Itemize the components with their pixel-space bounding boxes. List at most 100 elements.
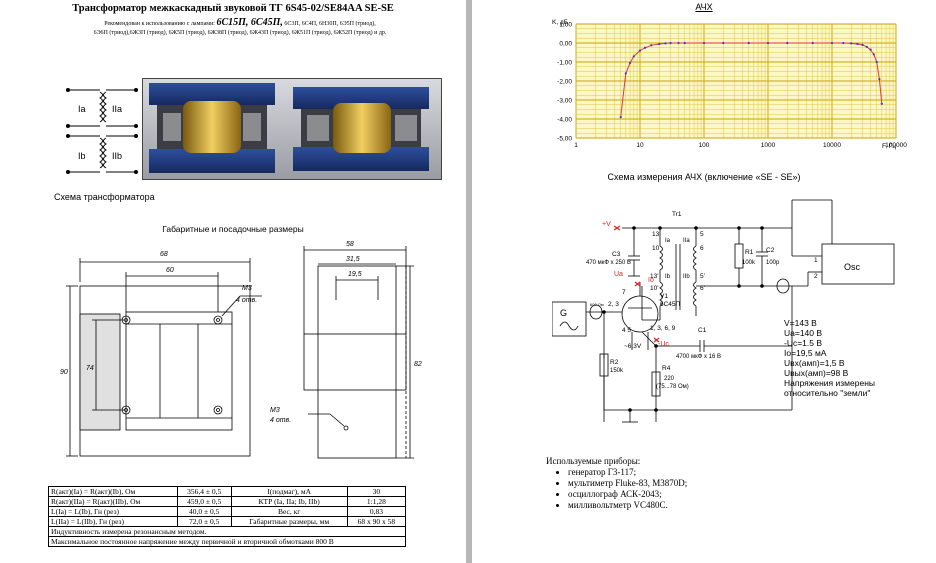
label-tr1: Tr1	[672, 211, 682, 218]
label-v1-grid-pins: 2, 3	[608, 301, 619, 308]
spec-cell: L(IIa) = L(IIb), Гн (рез)	[48, 516, 178, 527]
x-tick-label: 10	[636, 142, 644, 149]
spec-cell: 40,0 ± 0,5	[176, 506, 232, 517]
data-point	[664, 42, 667, 45]
spec-cell: 68 х 90 х 58	[346, 516, 407, 527]
label-r2-value: 150k	[610, 368, 624, 374]
label-minus-uc: -Uc	[658, 341, 669, 348]
y-tick-label: -2,00	[557, 79, 572, 86]
data-point	[766, 41, 770, 45]
data-point	[677, 41, 680, 45]
note-line: Uвх(амп)=1,5 В	[784, 358, 845, 368]
label-plus-v: +V	[602, 221, 611, 228]
spec-cell: I(подмаг), мА	[230, 486, 348, 497]
label-c2-value: 100p	[766, 260, 780, 266]
dim-holes-front: 4 отв.	[236, 297, 257, 304]
data-point	[811, 41, 814, 45]
data-point	[722, 41, 725, 45]
data-point	[872, 53, 875, 56]
data-point	[628, 61, 632, 65]
spec-cell: L(Ia) = L(Ib), Гн (рез)	[48, 506, 178, 517]
note-line: относительно "земли"	[784, 388, 871, 398]
label-c1: C1	[698, 327, 707, 334]
osc-input-2: 2	[814, 273, 818, 280]
y-tick-label: 0,00	[559, 41, 572, 48]
pin-10: 10	[652, 245, 660, 252]
data-point	[850, 42, 853, 45]
data-point	[878, 78, 881, 81]
winding-iia: IIa	[112, 104, 122, 114]
dim-58: 58	[346, 241, 354, 248]
transformer-photo	[142, 78, 442, 180]
chart-grid	[575, 23, 897, 139]
data-point	[747, 41, 750, 45]
spec-note-inductance: Индуктивность измерена резонансным метод…	[48, 526, 406, 537]
oscilloscope-label: Osc	[844, 262, 861, 272]
table-row: Максимальное постоянное напряжение между…	[48, 536, 406, 547]
rec-rest-2: 6Э6П (триод),6Ж3П (триод), 6Ж5П (триод),…	[93, 30, 387, 36]
data-point	[632, 55, 635, 58]
document-title: Трансформатор межкаскадный звуковой ТГ 6…	[72, 3, 394, 14]
spec-table: R(акт)(Ia) = R(акт)(Ib), Ом 356,4 ± 0,5 …	[48, 486, 407, 547]
data-point	[875, 60, 878, 64]
circuit-title: Схема измерения АЧХ (включение «SE - SE»…	[607, 172, 801, 182]
table-row: R(акт)(Ia) = R(акт)(Ib), Ом 356,4 ± 0,5 …	[48, 486, 407, 497]
chart-series	[619, 41, 883, 119]
devices-block: Используемые приборы: генератор Г3-117; …	[546, 456, 687, 511]
label-io: Io	[648, 277, 654, 284]
label-c2: C2	[766, 247, 775, 254]
spec-cell: Габаритные размеры, мм	[230, 516, 348, 527]
osc-input-1: 1	[814, 257, 818, 264]
label-r2: R2	[610, 359, 619, 366]
measurement-circuit: +V C3 470 мкФ х 250 В Tr1 13 10 5 6 13' …	[552, 199, 895, 423]
data-point	[869, 48, 872, 51]
x-tick-label: 1000	[761, 142, 776, 149]
rec-prefix: Рекомендован к использованию с лампами:	[104, 21, 215, 27]
pin-13b: 13'	[650, 273, 658, 280]
dim-31-5: 31,5	[346, 256, 360, 263]
data-point	[830, 41, 834, 45]
winding-ib-label: Ib	[665, 274, 671, 280]
transformer-schematic: Ia IIa Ib IIb	[66, 88, 138, 174]
table-row: L(Ia) = L(Ib), Гн (рез) 40,0 ± 0,5 Вес, …	[48, 506, 407, 517]
dimension-drawing: 68 60 90 74 М3 4 отв. 58 31,5 19,5 82 М3…	[60, 241, 422, 459]
pin-13: 13	[652, 231, 660, 238]
y-tick-label: 1,00	[559, 22, 572, 29]
winding-iia-label: IIa	[683, 238, 690, 244]
x-tick-label: 1	[574, 142, 578, 149]
data-point	[842, 41, 845, 45]
label-v1-cathode: 1, 3, 6, 9	[650, 325, 676, 332]
note-line: V=143 В	[784, 318, 817, 328]
x-tick-label: 100	[699, 142, 710, 149]
list-item: милливольтметр VC480C.	[568, 500, 687, 511]
data-point	[669, 41, 672, 45]
spec-cell: Вес, кг	[230, 506, 348, 517]
y-tick-label: -4,00	[557, 117, 572, 124]
spec-cell: 1:1,28	[346, 496, 407, 507]
label-v1: V1	[660, 293, 668, 300]
label-c1-value: 4700 мкФ х 16 В	[676, 354, 721, 360]
label-r1: R1	[745, 249, 754, 256]
spec-cell: 72,0 ± 0,5	[176, 516, 232, 527]
data-point	[861, 43, 864, 46]
label-heater-voltage: ~6,3V	[624, 343, 642, 350]
dim-60: 60	[166, 267, 174, 274]
y-tick-label: -3,00	[557, 98, 572, 105]
data-point	[865, 45, 868, 48]
winding-ib: Ib	[78, 151, 86, 161]
dim-holes-side: 4 отв.	[270, 417, 291, 424]
data-point	[880, 102, 883, 105]
x-tick-label: 10000	[823, 142, 841, 149]
spec-cell: КТР (Ia, IIa; Ib, IIb)	[230, 496, 348, 507]
spec-cell: 356,4 ± 0,5	[176, 486, 232, 497]
pin-5b: 5'	[700, 273, 705, 280]
frequency-response-title: АЧХ	[695, 2, 713, 12]
data-point	[856, 42, 859, 46]
label-c3-value: 470 мкФ х 250 В	[586, 260, 631, 266]
label-v1-type: 6С45П	[660, 301, 681, 308]
data-point	[650, 44, 653, 47]
dim-82: 82	[414, 361, 422, 368]
label-r1-value: 100k	[742, 260, 756, 266]
